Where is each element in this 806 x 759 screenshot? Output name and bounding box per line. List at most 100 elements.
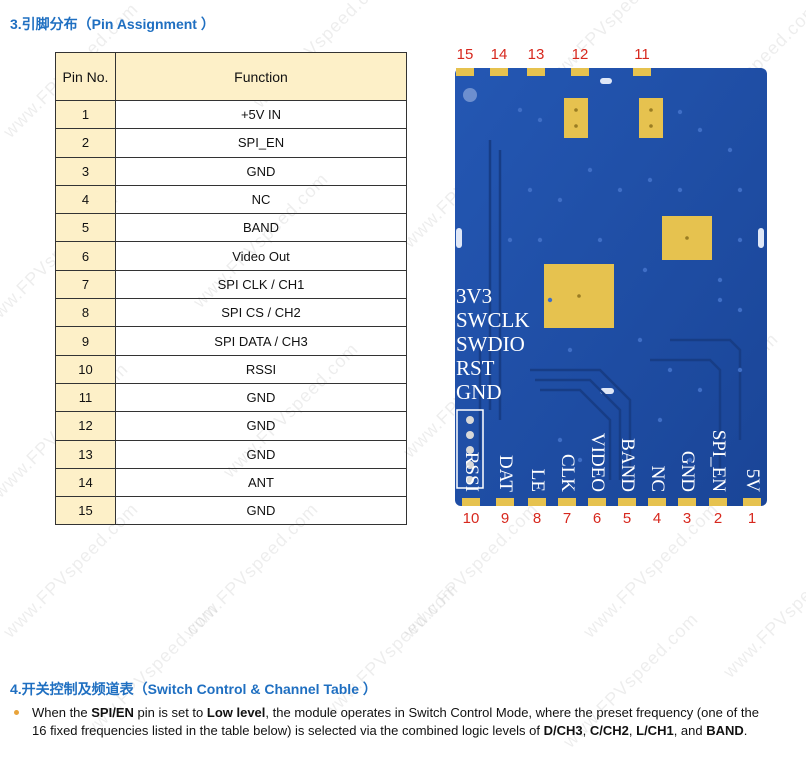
section-4-heading: 4.开关控制及频道表（Switch Control & Channel Tabl…	[10, 681, 377, 697]
bullet-icon	[14, 710, 19, 715]
pin-number-cell: 3	[55, 156, 116, 186]
bottom-pin-pad	[648, 498, 666, 506]
table-row: 1+5V IN	[55, 99, 407, 130]
para-text: ,	[582, 723, 590, 738]
pin-function-cell: GND	[115, 382, 407, 413]
pin-function-cell: GND	[115, 156, 407, 186]
switch-control-paragraph: When the SPI/EN pin is set to Low level,…	[32, 704, 772, 740]
pin-number-cell: 1	[55, 99, 116, 130]
shield-pad	[639, 98, 663, 138]
pin-number-cell: 5	[55, 213, 116, 243]
silkscreen-label: CLK	[557, 454, 578, 492]
para-bold-spi-en: SPI/EN	[91, 705, 134, 720]
para-bold-low-level: Low level	[206, 705, 266, 720]
bottom-pin-number: 4	[653, 510, 661, 527]
pin-number-cell: 10	[55, 354, 116, 384]
pin-number-cell: 6	[55, 241, 116, 271]
para-text: , and	[673, 723, 707, 738]
bottom-pin-number: 8	[533, 510, 541, 527]
para-bold-band: BAND	[706, 723, 744, 738]
top-pin-pad	[571, 68, 589, 76]
pin-number-cell: 7	[55, 269, 116, 300]
bottom-pin-pad	[618, 498, 636, 506]
silkscreen-label: NC	[647, 466, 668, 492]
pin-function-cell: SPI CS / CH2	[115, 298, 407, 328]
silkscreen-label: 5V	[742, 469, 763, 493]
bottom-pin-number: 9	[501, 510, 509, 527]
top-pin-number: 13	[528, 46, 545, 63]
para-bold-lch1: L/CH1	[636, 723, 674, 738]
side-slot	[456, 228, 462, 248]
bottom-pin-pad	[743, 498, 761, 506]
bottom-pin-number: 7	[563, 510, 571, 527]
silkscreen-label: BAND	[617, 438, 638, 492]
top-pin-number: 12	[572, 46, 589, 63]
pcb-vias	[507, 107, 743, 463]
pin-number-cell: 15	[55, 496, 116, 526]
watermark-text: www.FPVspeed.com	[319, 578, 463, 722]
para-text: .	[743, 723, 748, 738]
bottom-pin-number: 2	[714, 510, 722, 527]
bottom-pin-number: 5	[623, 510, 631, 527]
para-text: ,	[628, 723, 637, 738]
para-text: When the	[32, 705, 92, 720]
bottom-pin-pad	[462, 498, 480, 506]
silkscreen-label: GND	[677, 451, 698, 492]
pin-function-cell: GND	[115, 439, 407, 469]
shield-pad	[564, 98, 588, 138]
pin-number-cell: 8	[55, 298, 116, 328]
top-pin-number: 14	[491, 46, 508, 63]
top-pin-pad	[527, 68, 545, 76]
pin-function-cell: GND	[115, 496, 407, 526]
bottom-pin-number: 10	[463, 510, 480, 527]
silkscreen-label: LE	[527, 469, 548, 492]
bottom-pin-pad	[709, 498, 727, 506]
pin-function-cell: NC	[115, 184, 407, 215]
bottom-pin-pad	[588, 498, 606, 506]
silkscreen-label: DAT	[495, 455, 516, 492]
bottom-pin-number: 6	[593, 510, 601, 527]
pin-function-cell: +5V IN	[115, 99, 407, 130]
bottom-pin-pad	[678, 498, 696, 506]
pin-function-cell: SPI CLK / CH1	[115, 269, 407, 300]
pin-function-cell: BAND	[115, 213, 407, 243]
pin-number-cell: 9	[55, 326, 116, 356]
function-header: Function	[115, 52, 407, 101]
table-header-row: Pin No. Function	[55, 52, 407, 101]
side-slot	[758, 228, 764, 248]
top-pin-pad	[490, 68, 508, 76]
top-pin-number: 11	[634, 46, 650, 63]
pin-number-cell: 11	[55, 382, 116, 413]
bottom-pin-pad	[558, 498, 576, 506]
pin-function-cell: GND	[115, 411, 407, 441]
bottom-pin-pad	[528, 498, 546, 506]
para-text: pin is set to	[133, 705, 207, 720]
silkscreen-label: SWDIO	[456, 332, 525, 356]
pin-function-cell: ANT	[115, 467, 407, 498]
pin-number-cell: 4	[55, 184, 116, 215]
silkscreen-label: 3V3	[456, 284, 492, 308]
bottom-pin-number: 3	[683, 510, 691, 527]
pin-no-header: Pin No.	[55, 52, 116, 101]
pin-number-cell: 2	[55, 128, 116, 158]
mounting-hole	[463, 88, 477, 102]
silkscreen-label: GND	[456, 380, 502, 404]
silkscreen-label: VIDEO	[587, 433, 608, 492]
